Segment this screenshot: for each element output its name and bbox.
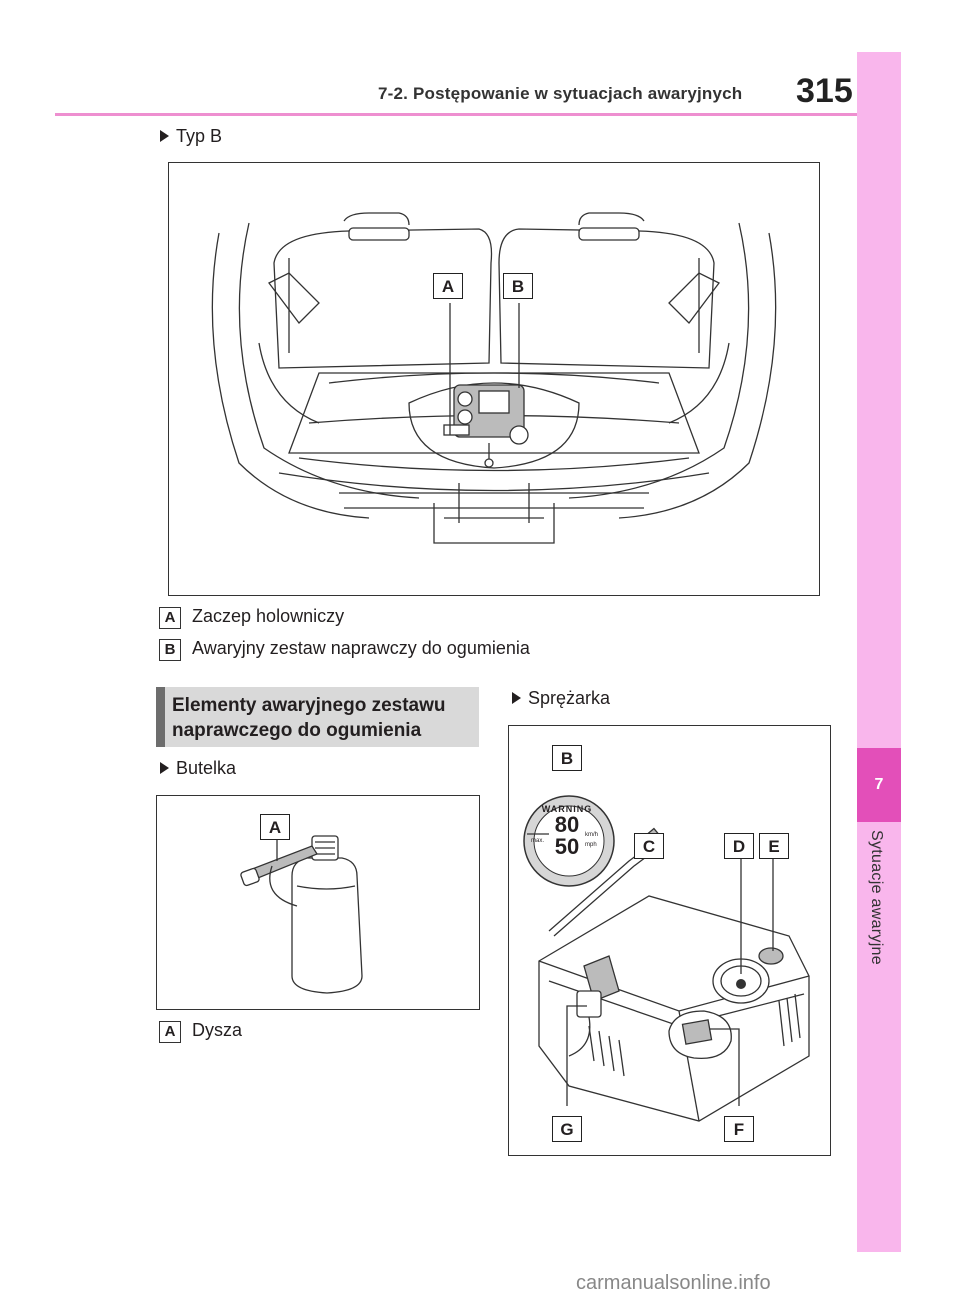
bottle-illustration [240,831,363,994]
header-divider [55,113,860,116]
caption-a-row: A Zaczep holowniczy [159,606,344,629]
type-b-label: Typ B [176,126,223,146]
sticker-speed-kmh: 80 [554,812,580,837]
chapter-side-tab [857,52,901,1252]
callout-f-switch: F [724,1116,754,1142]
caption-a-text: Zaczep holowniczy [192,606,345,626]
bottle-subheading: Butelka [160,758,236,779]
callout-c-air-hose: C [634,833,664,859]
section-heading-box [156,687,479,747]
sticker-unit-mph: mph [585,842,597,848]
speed-warning-sticker: WARNING 80 50 km/h mph max. [527,798,607,886]
callout-a-nozzle: A [260,814,290,840]
compressor-label: Sprężarka [528,688,611,708]
compressor-subheading: Sprężarka [512,688,610,709]
compressor-illustration [523,795,810,1122]
chapter-label: Sytuacje awaryjne [868,830,885,965]
bottle-caption-key: A [159,1021,181,1043]
triangle-bullet-icon [160,762,169,774]
page-number: 315 [796,72,853,110]
section-heading: Elementy awaryjnego zestawu naprawczego … [172,693,482,743]
bottle-caption-row: A Dysza [159,1020,242,1043]
sticker-unit-kmh: km/h [585,832,599,838]
callout-b-repair-kit: B [503,273,533,299]
callout-d-pressure-gauge: D [724,833,754,859]
callout-e-bleed-button: E [759,833,789,859]
sticker-speed-mph: 50 [554,834,580,859]
sticker-warning-text: WARNING [541,804,593,814]
section-header-title: 7-2. Postępowanie w sytuacjach awaryjnyc… [378,84,743,103]
callout-b-speed-sticker: B [552,745,582,771]
caption-b-key: B [159,639,181,661]
watermark: carmanualsonline.info [576,1272,771,1294]
section-heading-line2: naprawczego do ogumienia [172,720,422,741]
bottle-caption-text: Dysza [192,1020,243,1040]
section-heading-line1: Elementy awaryjnego zestawu [172,695,446,716]
caption-b-text: Awaryjny zestaw naprawczy do ogumienia [192,638,530,658]
bottle-illustration-frame: A [156,795,480,1010]
trunk-illustration [211,212,777,544]
caption-b-row: B Awaryjny zestaw naprawczy do ogumienia [159,638,530,661]
caption-a-key: A [159,607,181,629]
trunk-illustration-frame: A B [168,162,820,596]
callout-g-power-plug: G [552,1116,582,1142]
compressor-illustration-frame: WARNING 80 50 km/h mph max. B C D E G F [508,725,831,1156]
triangle-bullet-icon [160,130,169,142]
sticker-max: max. [531,838,545,844]
chapter-number: 7 [857,748,901,822]
bottle-label: Butelka [176,758,237,778]
triangle-bullet-icon [512,692,521,704]
callout-a-towing-eye: A [433,273,463,299]
type-b-subheading: Typ B [160,126,222,147]
